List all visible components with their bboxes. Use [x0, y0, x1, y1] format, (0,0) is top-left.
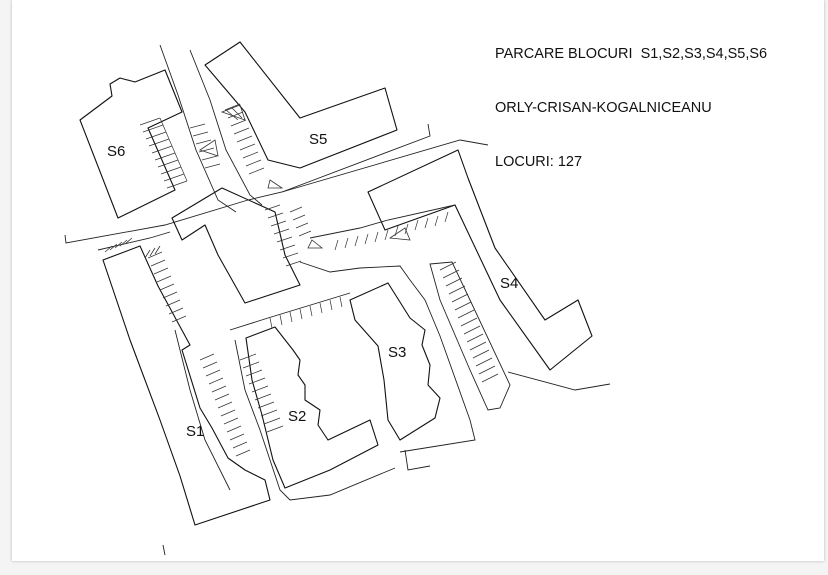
building-s4-label: S4	[500, 275, 518, 292]
building-s6-label: S6	[107, 143, 125, 160]
parking-row-s6-road	[189, 123, 221, 169]
road-edge-2	[97, 231, 171, 251]
road-edge-10	[174, 329, 231, 491]
parking-row-central	[264, 204, 302, 267]
road-edge-14	[404, 449, 431, 471]
road-edge-12	[507, 371, 611, 391]
parking-row-s1-north	[147, 251, 187, 323]
parking-row-s5-south	[289, 206, 312, 237]
building-s1-label: S1	[186, 423, 204, 440]
parking-row-s2-west	[239, 353, 284, 433]
road-edge-13	[162, 544, 166, 556]
building-s4-outline	[367, 149, 593, 371]
road-edge-9	[234, 339, 396, 501]
road-edge-4	[189, 49, 263, 206]
hatched-area-4	[388, 227, 411, 241]
road-edge-1	[64, 123, 431, 244]
plan-title: PARCARE BLOCURI S1,S2,S3,S4,S5,S6 ORLY-C…	[495, 9, 767, 189]
building-s5-outline	[204, 41, 398, 169]
building-s5-label: S5	[309, 131, 327, 148]
road-edge-3	[159, 44, 237, 213]
central-building-outline	[171, 187, 301, 304]
road-edge-7	[299, 261, 476, 453]
building-s2-outline	[245, 326, 379, 489]
parking-row-s4-west	[439, 261, 499, 383]
building-s6-outline	[79, 69, 183, 219]
hatched-area-1	[220, 104, 246, 121]
hatched-area-2	[267, 179, 284, 189]
parking-row-s4-north	[334, 211, 449, 251]
title-line-1: PARCARE BLOCURI S1,S2,S3,S4,S5,S6	[495, 46, 768, 62]
road-edge-8	[229, 292, 351, 331]
parking-row-s2-north	[269, 296, 343, 329]
road-edge-6	[309, 204, 456, 239]
hatched-area-3	[307, 239, 324, 249]
title-line-2: ORLY-CRISAN-KOGALNICEANU	[495, 100, 712, 116]
building-s1-outline	[102, 245, 271, 526]
parking-row-s6	[139, 117, 188, 189]
parking-row-s1-hatch	[104, 237, 161, 259]
building-s2-label: S2	[288, 408, 306, 425]
hatched-area-5	[199, 139, 219, 157]
title-line-3: LOCURI: 127	[495, 154, 583, 170]
road-edge-5	[281, 139, 489, 193]
parking-row-s1-south	[199, 353, 251, 457]
parking-row-s5	[224, 103, 265, 175]
building-s3-outline	[349, 282, 441, 441]
road-edge-11	[429, 261, 511, 411]
building-s3-label: S3	[388, 344, 406, 361]
plan-sheet	[12, 0, 824, 561]
